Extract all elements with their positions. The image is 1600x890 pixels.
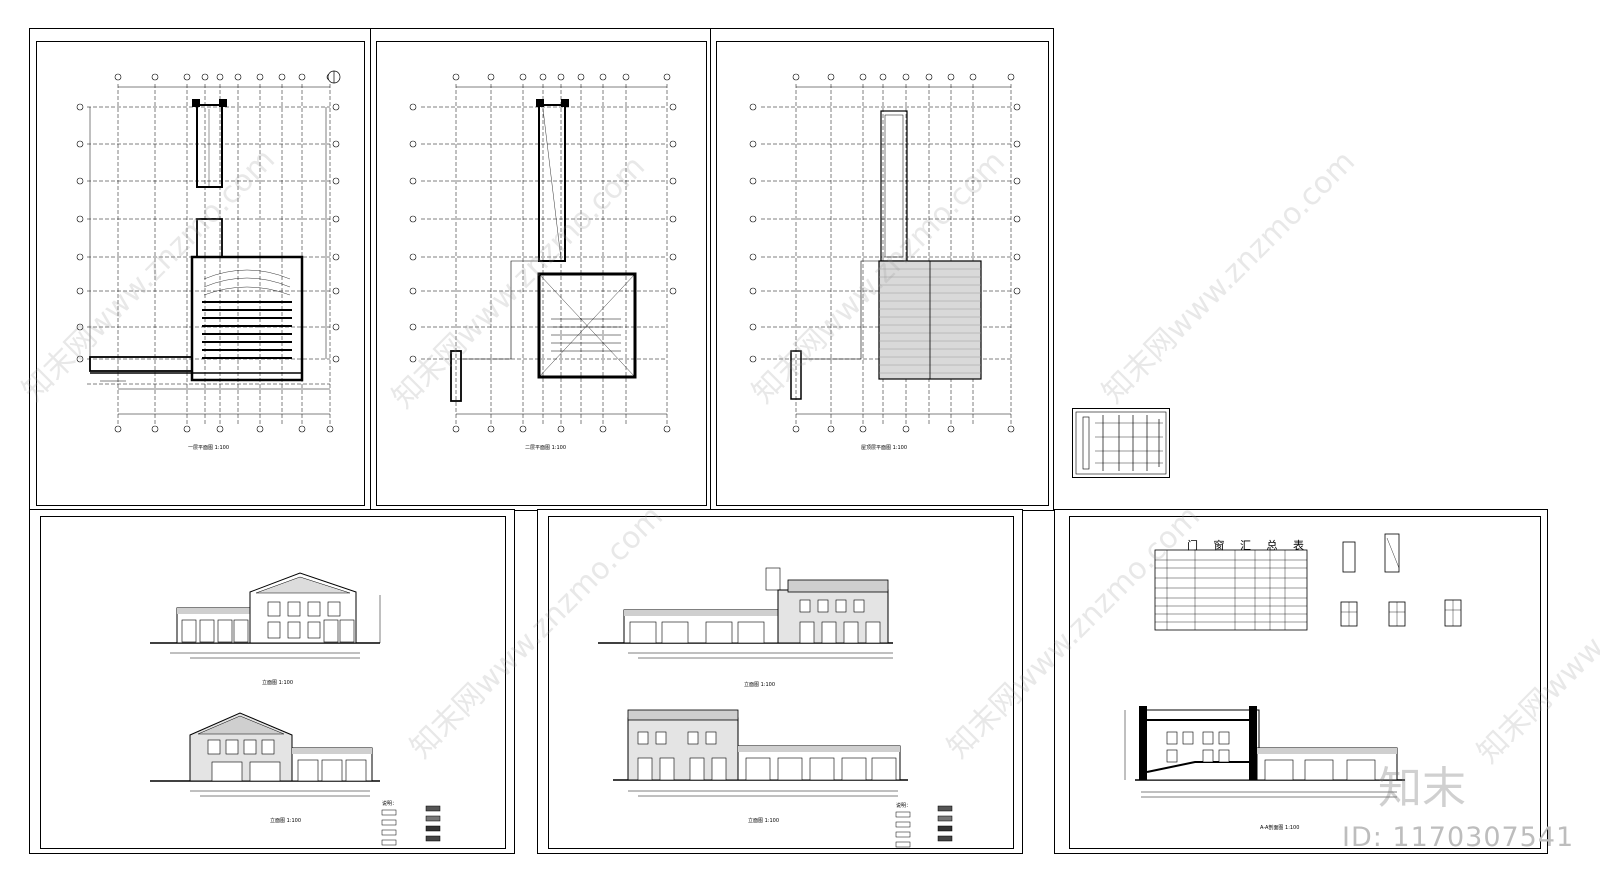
sheet-border [548, 516, 1014, 849]
roof-plan-drawing [749, 73, 1021, 433]
sheet-schedule-and-section: 门 窗 汇 总 表 A-A剖面图 1:100 [1054, 509, 1548, 854]
sheet-ground-floor-plan: 一层平面图 1:100 [29, 28, 372, 511]
schedule-table-title: 门 窗 汇 总 表 [1187, 539, 1310, 552]
sheet-elevations-b: 立面图 1:100 立面图 1:100 说明： [537, 509, 1023, 854]
elevations-b-drawing [598, 567, 953, 848]
sheet-border [1069, 516, 1541, 849]
sheet-border [36, 41, 365, 506]
sheet-second-floor-plan: 二层平面图 1:100 [370, 28, 712, 511]
detail-drawing [1075, 411, 1167, 475]
section-caption: A-A剖面图 1:100 [1260, 825, 1300, 831]
sheet-border [716, 41, 1049, 506]
sheet-border [40, 516, 506, 849]
elevation-b-bottom-caption: 立面图 1:100 [748, 818, 779, 824]
second-floor-plan-drawing [409, 73, 677, 433]
ground-floor-plan-drawing [76, 70, 341, 433]
elevation-b-top-caption: 立面图 1:100 [744, 682, 775, 688]
sheet-elevations-a: 立面图 1:100 立面图 1:100 说明： [29, 509, 515, 854]
second-floor-plan-caption: 二层平面图 1:100 [525, 445, 566, 451]
schedule-and-section-drawing [1124, 533, 1462, 798]
sheet-detail-thumbnail [1072, 408, 1170, 478]
ground-floor-plan-caption: 一层平面图 1:100 [188, 445, 229, 451]
elevations-a-drawing [150, 572, 441, 846]
elevation-b-legend-title: 说明： [896, 803, 912, 809]
elevation-a-bottom-caption: 立面图 1:100 [270, 818, 301, 824]
sheet-border [376, 41, 707, 506]
brand-logo: 知末 [1378, 763, 1466, 814]
roof-plan-caption: 屋顶层平面图 1:100 [861, 445, 907, 451]
elevation-a-top-caption: 立面图 1:100 [262, 680, 293, 686]
brand-id-label: ID: 1170307541 [1342, 822, 1575, 853]
elevation-a-legend-title: 说明： [382, 801, 398, 807]
sheet-roof-plan: 屋顶层平面图 1:100 [710, 28, 1054, 511]
watermark: 知末网www.znzmo.com [1095, 144, 1362, 411]
